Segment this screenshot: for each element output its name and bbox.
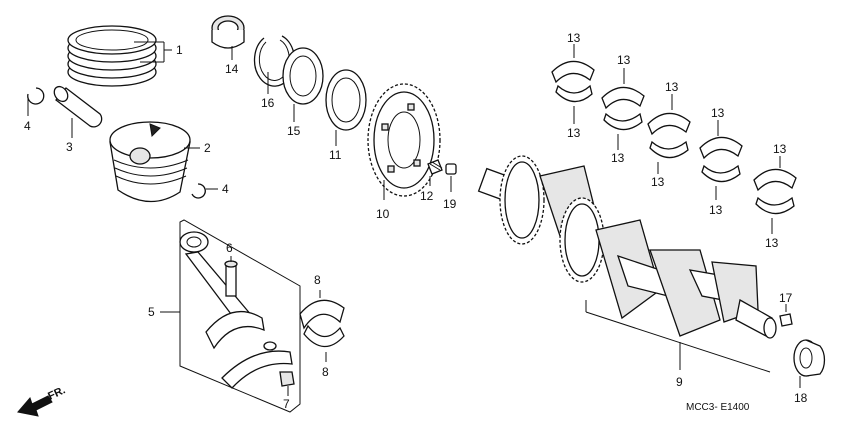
- drawing-code: MCC3- E1400: [686, 402, 750, 413]
- callout-4-left: 4: [24, 119, 31, 133]
- rod-cap: [221, 341, 293, 389]
- callout-15: 15: [287, 124, 301, 138]
- rod-bearing-lower: [303, 324, 345, 348]
- piston-pin: [53, 85, 103, 128]
- rod-bolt: [224, 260, 238, 297]
- callout-13-6: 13: [651, 175, 665, 189]
- callout-8-lower: 8: [322, 365, 329, 379]
- callout-10: 10: [376, 207, 390, 221]
- callout-19: 19: [443, 197, 457, 211]
- callout-9: 9: [676, 375, 683, 389]
- piston: [109, 121, 191, 203]
- rod-bearing-upper: [299, 299, 345, 330]
- callout-11: 11: [329, 148, 342, 162]
- callout-3: 3: [66, 140, 73, 154]
- crankshaft: [477, 155, 777, 339]
- callout-18: 18: [794, 391, 808, 405]
- callout-13-7: 13: [711, 106, 725, 120]
- sprocket-gear: [367, 83, 441, 197]
- callout-16: 16: [261, 96, 275, 110]
- callout-13-9: 13: [773, 142, 787, 156]
- connecting-rod: [179, 231, 265, 350]
- thrust-washer: [282, 47, 324, 105]
- callout-4-right: 4: [222, 182, 229, 196]
- callout-13-8: 13: [709, 203, 723, 217]
- callout-13-4: 13: [611, 151, 625, 165]
- dowel-pin: [445, 163, 457, 175]
- callout-13-2: 13: [567, 126, 581, 140]
- needle-bearing: [211, 15, 245, 49]
- callout-2: 2: [204, 141, 211, 155]
- spacer-washer: [325, 69, 367, 131]
- callout-17: 17: [779, 291, 793, 305]
- callout-8-upper: 8: [314, 273, 321, 287]
- callout-12: 12: [420, 189, 434, 203]
- con-rod-group-frame: [179, 219, 301, 413]
- callout-13-3: 13: [617, 53, 631, 67]
- spring: [427, 159, 443, 175]
- woodruff-key: [779, 313, 793, 327]
- callout-7: 7: [283, 397, 290, 411]
- piston-rings: [67, 25, 157, 87]
- piston-pin-clip-left: [27, 87, 45, 105]
- main-bearings: [551, 60, 797, 215]
- callout-13-1: 13: [567, 31, 581, 45]
- rod-nut: [279, 371, 295, 387]
- callout-5: 5: [148, 305, 155, 319]
- callout-6: 6: [226, 241, 233, 255]
- front-direction-label: FR.: [46, 384, 67, 402]
- callout-13-10: 13: [765, 236, 779, 250]
- crank-end-bearing: [793, 339, 826, 377]
- callout-13-5: 13: [665, 80, 679, 94]
- callout-14: 14: [225, 62, 239, 76]
- piston-pin-clip-right: [191, 183, 206, 199]
- callout-1: 1: [176, 43, 183, 57]
- front-direction-arrow-icon: [17, 395, 53, 417]
